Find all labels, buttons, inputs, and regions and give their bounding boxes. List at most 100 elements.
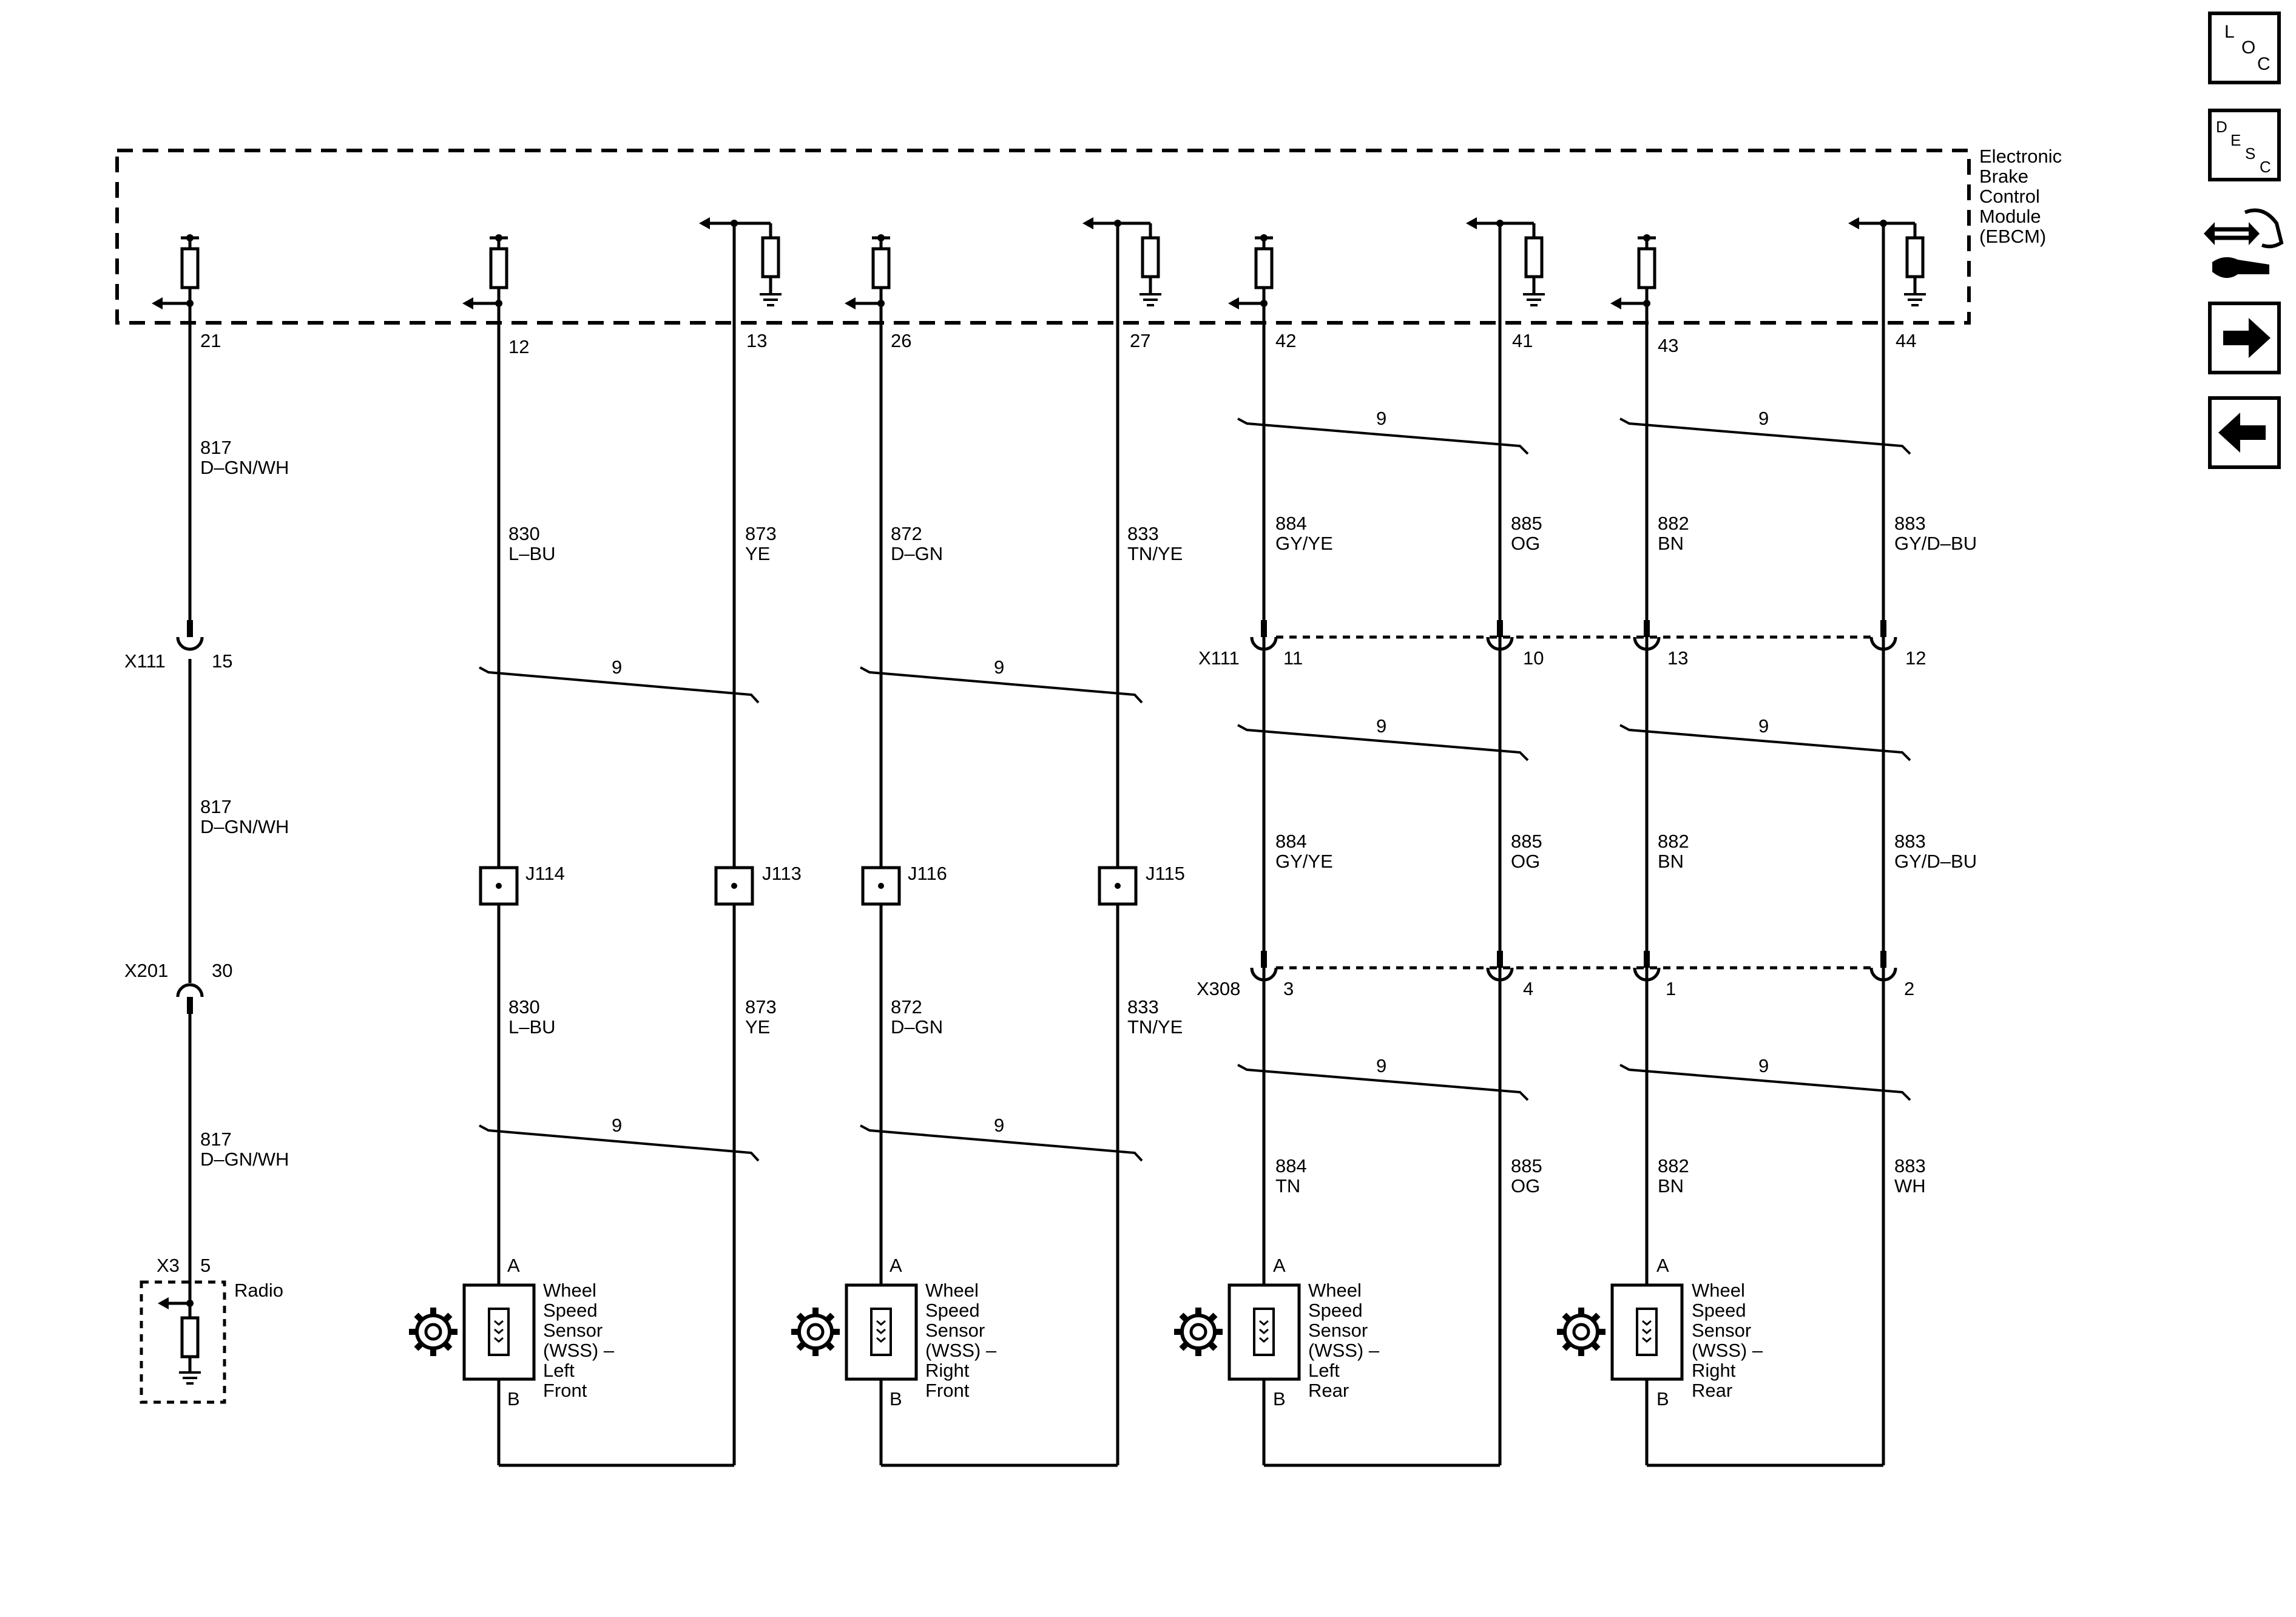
rr-wss-pin-b: B	[1656, 1388, 1669, 1409]
svg-text:Right: Right	[1692, 1360, 1736, 1381]
wire-884-circuit: 884	[1275, 1155, 1307, 1176]
wire-873-circuit: 873	[745, 523, 777, 544]
loc-button[interactable]: L O C	[2208, 12, 2281, 84]
x111-inline-connector	[1250, 620, 1897, 651]
x201-connector-label: X201	[124, 960, 168, 981]
svg-text:Front: Front	[925, 1380, 970, 1401]
svg-text:Speed: Speed	[1308, 1300, 1363, 1321]
svg-text:Sensor: Sensor	[1692, 1320, 1751, 1341]
svg-text:Control: Control	[1979, 186, 2040, 207]
connector-tool-icon[interactable]	[2204, 208, 2284, 279]
wire-833-color: TN/YE	[1127, 1016, 1183, 1038]
wire-817-color: D–GN/WH	[200, 816, 289, 837]
svg-text:Right: Right	[925, 1360, 970, 1381]
twisted-pair-label: 9	[994, 1115, 1004, 1136]
wire-830-circuit: 830	[508, 996, 540, 1018]
wire-817-circuit: 817	[200, 437, 232, 458]
svg-text:Wheel: Wheel	[925, 1280, 979, 1301]
wire-830-circuit: 830	[508, 523, 540, 544]
wire-885-circuit: 885	[1511, 831, 1542, 852]
wire-885-color: OG	[1511, 1175, 1540, 1197]
svg-text:Brake: Brake	[1979, 166, 2028, 187]
wire-882-circuit: 882	[1658, 831, 1689, 852]
wire-833-color: TN/YE	[1127, 543, 1183, 564]
wire-873-color: YE	[745, 1016, 770, 1038]
wire-817-color: D–GN/WH	[200, 1149, 289, 1170]
svg-text:D: D	[2216, 118, 2227, 136]
x111-right-connector-label: X111	[1198, 647, 1240, 669]
svg-text:(EBCM): (EBCM)	[1979, 226, 2046, 247]
svg-text:Front: Front	[543, 1380, 587, 1401]
wire-885-color: OG	[1511, 533, 1540, 554]
desc-button[interactable]: D E S C	[2208, 109, 2281, 181]
svg-text:Rear: Rear	[1692, 1380, 1732, 1401]
svg-text:Electronic: Electronic	[1979, 146, 2062, 167]
pin-43-label: 43	[1658, 335, 1678, 356]
splice-j115-label: J115	[1146, 863, 1185, 884]
twisted-pair-label: 9	[1758, 1055, 1769, 1076]
svg-text:(WSS) –: (WSS) –	[543, 1340, 615, 1361]
wire-883-color: WH	[1894, 1175, 1926, 1197]
wire-883-circuit: 883	[1894, 831, 1926, 852]
circuit-817-line	[152, 234, 204, 1292]
svg-text:Speed: Speed	[543, 1300, 598, 1321]
radio-module	[140, 1280, 226, 1404]
wire-884-color: GY/YE	[1275, 851, 1333, 872]
wire-882-color: BN	[1658, 851, 1684, 872]
ebcm-module-box	[115, 149, 1971, 325]
svg-text:(WSS) –: (WSS) –	[1308, 1340, 1380, 1361]
wire-885-color: OG	[1511, 851, 1540, 872]
pin-12-label: 12	[508, 336, 529, 357]
wire-884-color: TN	[1275, 1175, 1300, 1197]
lr-wss-pin-a: A	[1273, 1255, 1286, 1276]
svg-text:Wheel: Wheel	[1308, 1280, 1362, 1301]
wire-882-circuit: 882	[1658, 1155, 1689, 1176]
lr-wss-circuit	[1174, 217, 1546, 1467]
svg-text:Speed: Speed	[1692, 1300, 1746, 1321]
previous-page-button[interactable]	[2208, 396, 2281, 469]
svg-text:C: C	[2260, 158, 2271, 176]
pin-44-label: 44	[1896, 330, 1916, 351]
wire-882-circuit: 882	[1658, 513, 1689, 534]
rf-wss-circuit	[791, 217, 1163, 1467]
wire-817-color: D–GN/WH	[200, 457, 289, 478]
pin-42-label: 42	[1275, 330, 1296, 351]
twisted-pair-label: 9	[612, 1115, 622, 1136]
pin-13-label: 13	[746, 330, 767, 351]
x308-pin-2: 2	[1904, 978, 1914, 999]
pin-41-label: 41	[1512, 330, 1533, 351]
x308-inline-connector	[1250, 951, 1897, 982]
lr-wss-pin-b: B	[1273, 1388, 1286, 1409]
wire-872-color: D–GN	[891, 1016, 943, 1038]
svg-text:Left: Left	[543, 1360, 575, 1381]
x308-connector-label: X308	[1197, 978, 1240, 999]
svg-text:E: E	[2230, 131, 2241, 149]
wire-883-color: GY/D–BU	[1894, 533, 1977, 554]
svg-text:S: S	[2245, 144, 2255, 163]
svg-text:Module: Module	[1979, 206, 2041, 227]
wire-833-circuit: 833	[1127, 996, 1159, 1018]
rf-wss-pin-b: B	[890, 1388, 902, 1409]
next-page-button[interactable]	[2208, 302, 2281, 374]
svg-text:Sensor: Sensor	[925, 1320, 985, 1341]
svg-text:L: L	[2224, 22, 2235, 42]
x111-pin-15: 15	[212, 650, 232, 672]
x201-pin-30: 30	[212, 960, 232, 981]
rf-wss-pin-a: A	[890, 1255, 902, 1276]
rf-wss-label: Wheel Speed Sensor (WSS) – Right Front	[925, 1280, 997, 1401]
wire-872-circuit: 872	[891, 996, 922, 1018]
wire-830-color: L–BU	[508, 1016, 556, 1038]
splice-j114-label: J114	[525, 863, 565, 884]
wire-817-circuit: 817	[200, 796, 232, 817]
x111-pin-10: 10	[1523, 647, 1544, 669]
lr-wss-label: Wheel Speed Sensor (WSS) – Left Rear	[1308, 1280, 1380, 1401]
arrow-left-icon	[2218, 413, 2266, 453]
svg-text:Left: Left	[1308, 1360, 1340, 1381]
twisted-pair-label: 9	[1376, 1055, 1386, 1076]
wire-884-circuit: 884	[1275, 831, 1307, 852]
svg-text:Sensor: Sensor	[1308, 1320, 1368, 1341]
wire-873-color: YE	[745, 543, 770, 564]
radio-label: Radio	[234, 1280, 283, 1301]
lf-wss-pin-a: A	[507, 1255, 520, 1276]
svg-text:C: C	[2257, 54, 2271, 74]
